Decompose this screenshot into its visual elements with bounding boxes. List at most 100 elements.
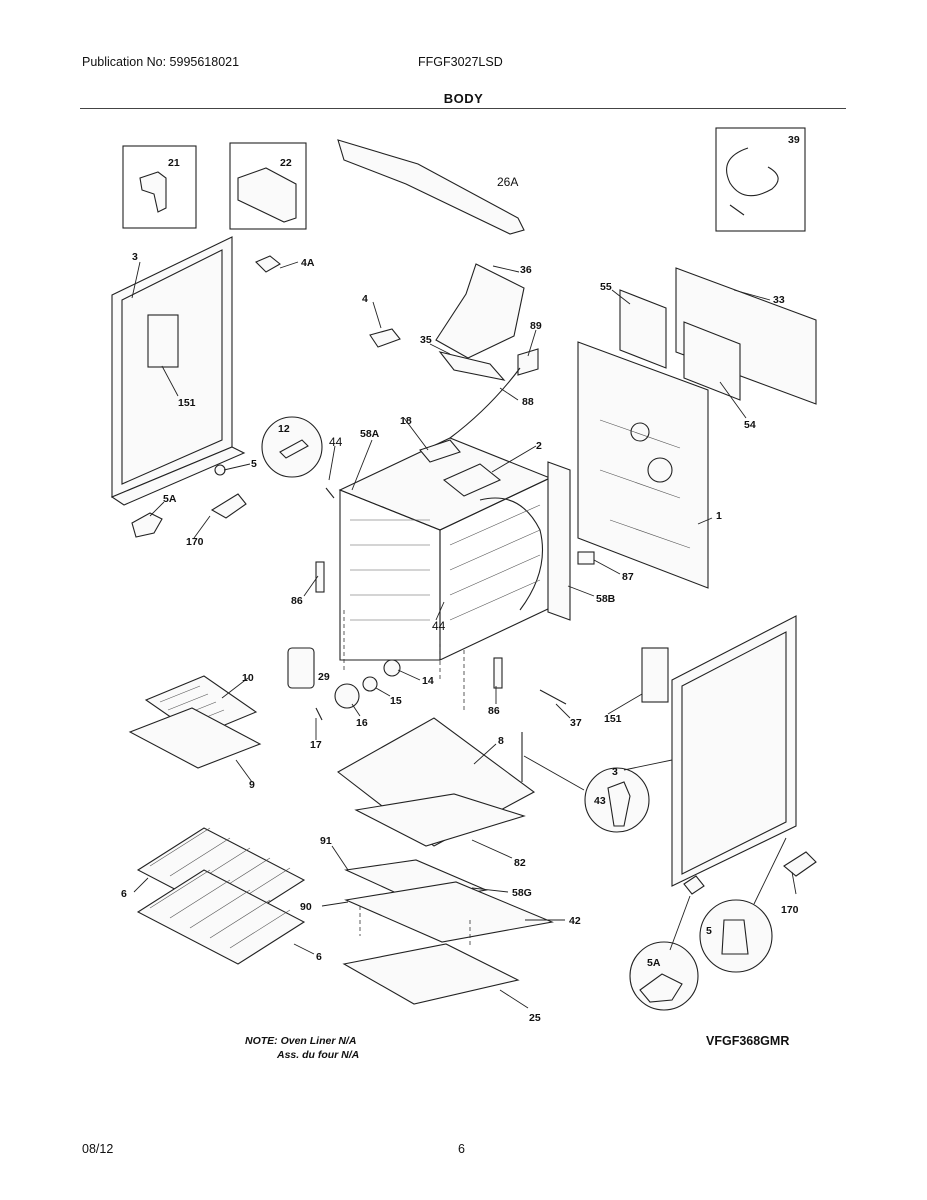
part-22-bracket bbox=[237, 167, 297, 223]
callout-9: 9 bbox=[249, 779, 255, 791]
callout-58b: 58B bbox=[596, 593, 616, 605]
callout-4a: 4A bbox=[301, 257, 315, 269]
part-5a-leveler-right bbox=[683, 875, 705, 895]
part-5a-leveler bbox=[131, 512, 163, 538]
callout-35: 35 bbox=[420, 334, 432, 346]
diagram-code: VFGF368GMR bbox=[706, 1034, 790, 1048]
part-15-bulb bbox=[362, 676, 378, 692]
callout-86-right: 86 bbox=[488, 705, 500, 717]
callout-25: 25 bbox=[529, 1012, 541, 1024]
callout-151-right: 151 bbox=[604, 713, 622, 725]
part-39-harness bbox=[726, 147, 779, 197]
callout-86-left: 86 bbox=[291, 595, 303, 607]
callout-55: 55 bbox=[600, 281, 612, 293]
callout-26a: 26A bbox=[497, 175, 518, 189]
part-54-bracket bbox=[683, 321, 741, 401]
callout-37: 37 bbox=[570, 717, 582, 729]
part-5-screw bbox=[214, 464, 226, 476]
part-1-back-panel bbox=[577, 341, 709, 589]
model-number: FFGF3027LSD bbox=[418, 55, 503, 69]
callout-58g: 58G bbox=[512, 887, 532, 899]
section-title: BODY bbox=[443, 91, 484, 106]
part-55-shield bbox=[619, 289, 667, 369]
callout-12: 12 bbox=[278, 423, 290, 435]
header-divider bbox=[80, 108, 846, 109]
part-89-bracket bbox=[517, 348, 539, 376]
callout-90: 90 bbox=[300, 901, 312, 913]
callout-33: 33 bbox=[773, 294, 785, 306]
part-3-right-side-panel bbox=[671, 615, 797, 887]
callout-87: 87 bbox=[622, 571, 634, 583]
callout-170-left: 170 bbox=[186, 536, 204, 548]
page-number: 6 bbox=[458, 1142, 465, 1156]
callout-14: 14 bbox=[422, 675, 434, 687]
part-86-left-hinge bbox=[315, 561, 325, 593]
part-58b-insulation bbox=[547, 461, 571, 621]
callout-6-upper: 6 bbox=[121, 888, 127, 900]
part-82-burner-baffle bbox=[354, 793, 526, 847]
part-29-switch bbox=[287, 647, 315, 689]
callout-54: 54 bbox=[744, 419, 756, 431]
callout-5a-right: 5A bbox=[647, 957, 661, 969]
callout-22: 22 bbox=[280, 157, 292, 169]
part-33-back-cover bbox=[675, 267, 817, 405]
part-16-lens bbox=[334, 683, 360, 709]
part-26a-brace bbox=[337, 139, 525, 235]
callout-170-right: 170 bbox=[781, 904, 799, 916]
leader-lines bbox=[131, 261, 797, 1009]
callout-labels: 21 22 26A 39 3 4A 36 4 33 55 89 35 88 15… bbox=[121, 134, 800, 1024]
callout-42: 42 bbox=[569, 915, 581, 927]
part-170-bracket-right bbox=[783, 851, 817, 877]
part-2-vent bbox=[442, 463, 502, 497]
part-86-right-hinge bbox=[493, 657, 503, 689]
part-18-grommet bbox=[419, 439, 461, 463]
callout-43: 43 bbox=[594, 795, 606, 807]
callout-91: 91 bbox=[320, 835, 332, 847]
callout-151-left: 151 bbox=[178, 397, 196, 409]
callout-82: 82 bbox=[514, 857, 526, 869]
callout-39: 39 bbox=[788, 134, 800, 146]
note-oven-liner: NOTE: Oven Liner N/A bbox=[245, 1035, 357, 1047]
callout-2: 2 bbox=[536, 440, 542, 452]
part-9-broiler-pan bbox=[128, 707, 262, 769]
callout-15: 15 bbox=[390, 695, 402, 707]
part-87-block bbox=[577, 551, 595, 565]
part-44-probe bbox=[325, 487, 335, 499]
callout-4: 4 bbox=[362, 293, 368, 305]
publication-number: Publication No: 5995618021 bbox=[82, 55, 240, 69]
note-oven-liner-fr: Ass. du four N/A bbox=[277, 1049, 360, 1061]
callout-16: 16 bbox=[356, 717, 368, 729]
part-37-igniter bbox=[539, 689, 567, 705]
callout-18: 18 bbox=[400, 415, 412, 427]
callout-6-lower: 6 bbox=[316, 951, 322, 963]
part-35-flue-base bbox=[438, 351, 506, 381]
callout-88: 88 bbox=[522, 396, 534, 408]
insulation-wrap bbox=[479, 497, 543, 611]
part-170-bracket bbox=[210, 493, 247, 519]
callout-29: 29 bbox=[318, 671, 330, 683]
callout-5a-left: 5A bbox=[163, 493, 177, 505]
callout-21: 21 bbox=[168, 157, 180, 169]
callout-8: 8 bbox=[498, 735, 504, 747]
callout-10: 10 bbox=[242, 672, 254, 684]
part-151-left-bracket bbox=[147, 314, 179, 368]
callout-36: 36 bbox=[520, 264, 532, 276]
part-14-socket bbox=[383, 659, 401, 677]
part-4a-clip bbox=[255, 255, 281, 273]
callout-5-right: 5 bbox=[706, 925, 712, 937]
callout-3-left: 3 bbox=[132, 251, 138, 263]
part-88-wire bbox=[449, 367, 521, 439]
inset-box-21 bbox=[122, 145, 197, 229]
part-25-bottom-cover bbox=[342, 943, 520, 1005]
inset-box-39 bbox=[715, 127, 806, 232]
part-151-right-bracket bbox=[641, 647, 669, 703]
callout-17: 17 bbox=[310, 739, 322, 751]
callout-44-upper: 44 bbox=[329, 435, 343, 449]
callout-44-lower: 44 bbox=[432, 619, 446, 633]
part-42-burner-box bbox=[344, 881, 554, 943]
callout-1: 1 bbox=[716, 510, 722, 522]
callout-89: 89 bbox=[530, 320, 542, 332]
callout-5-left: 5 bbox=[251, 458, 257, 470]
part-4-clip bbox=[369, 328, 401, 348]
